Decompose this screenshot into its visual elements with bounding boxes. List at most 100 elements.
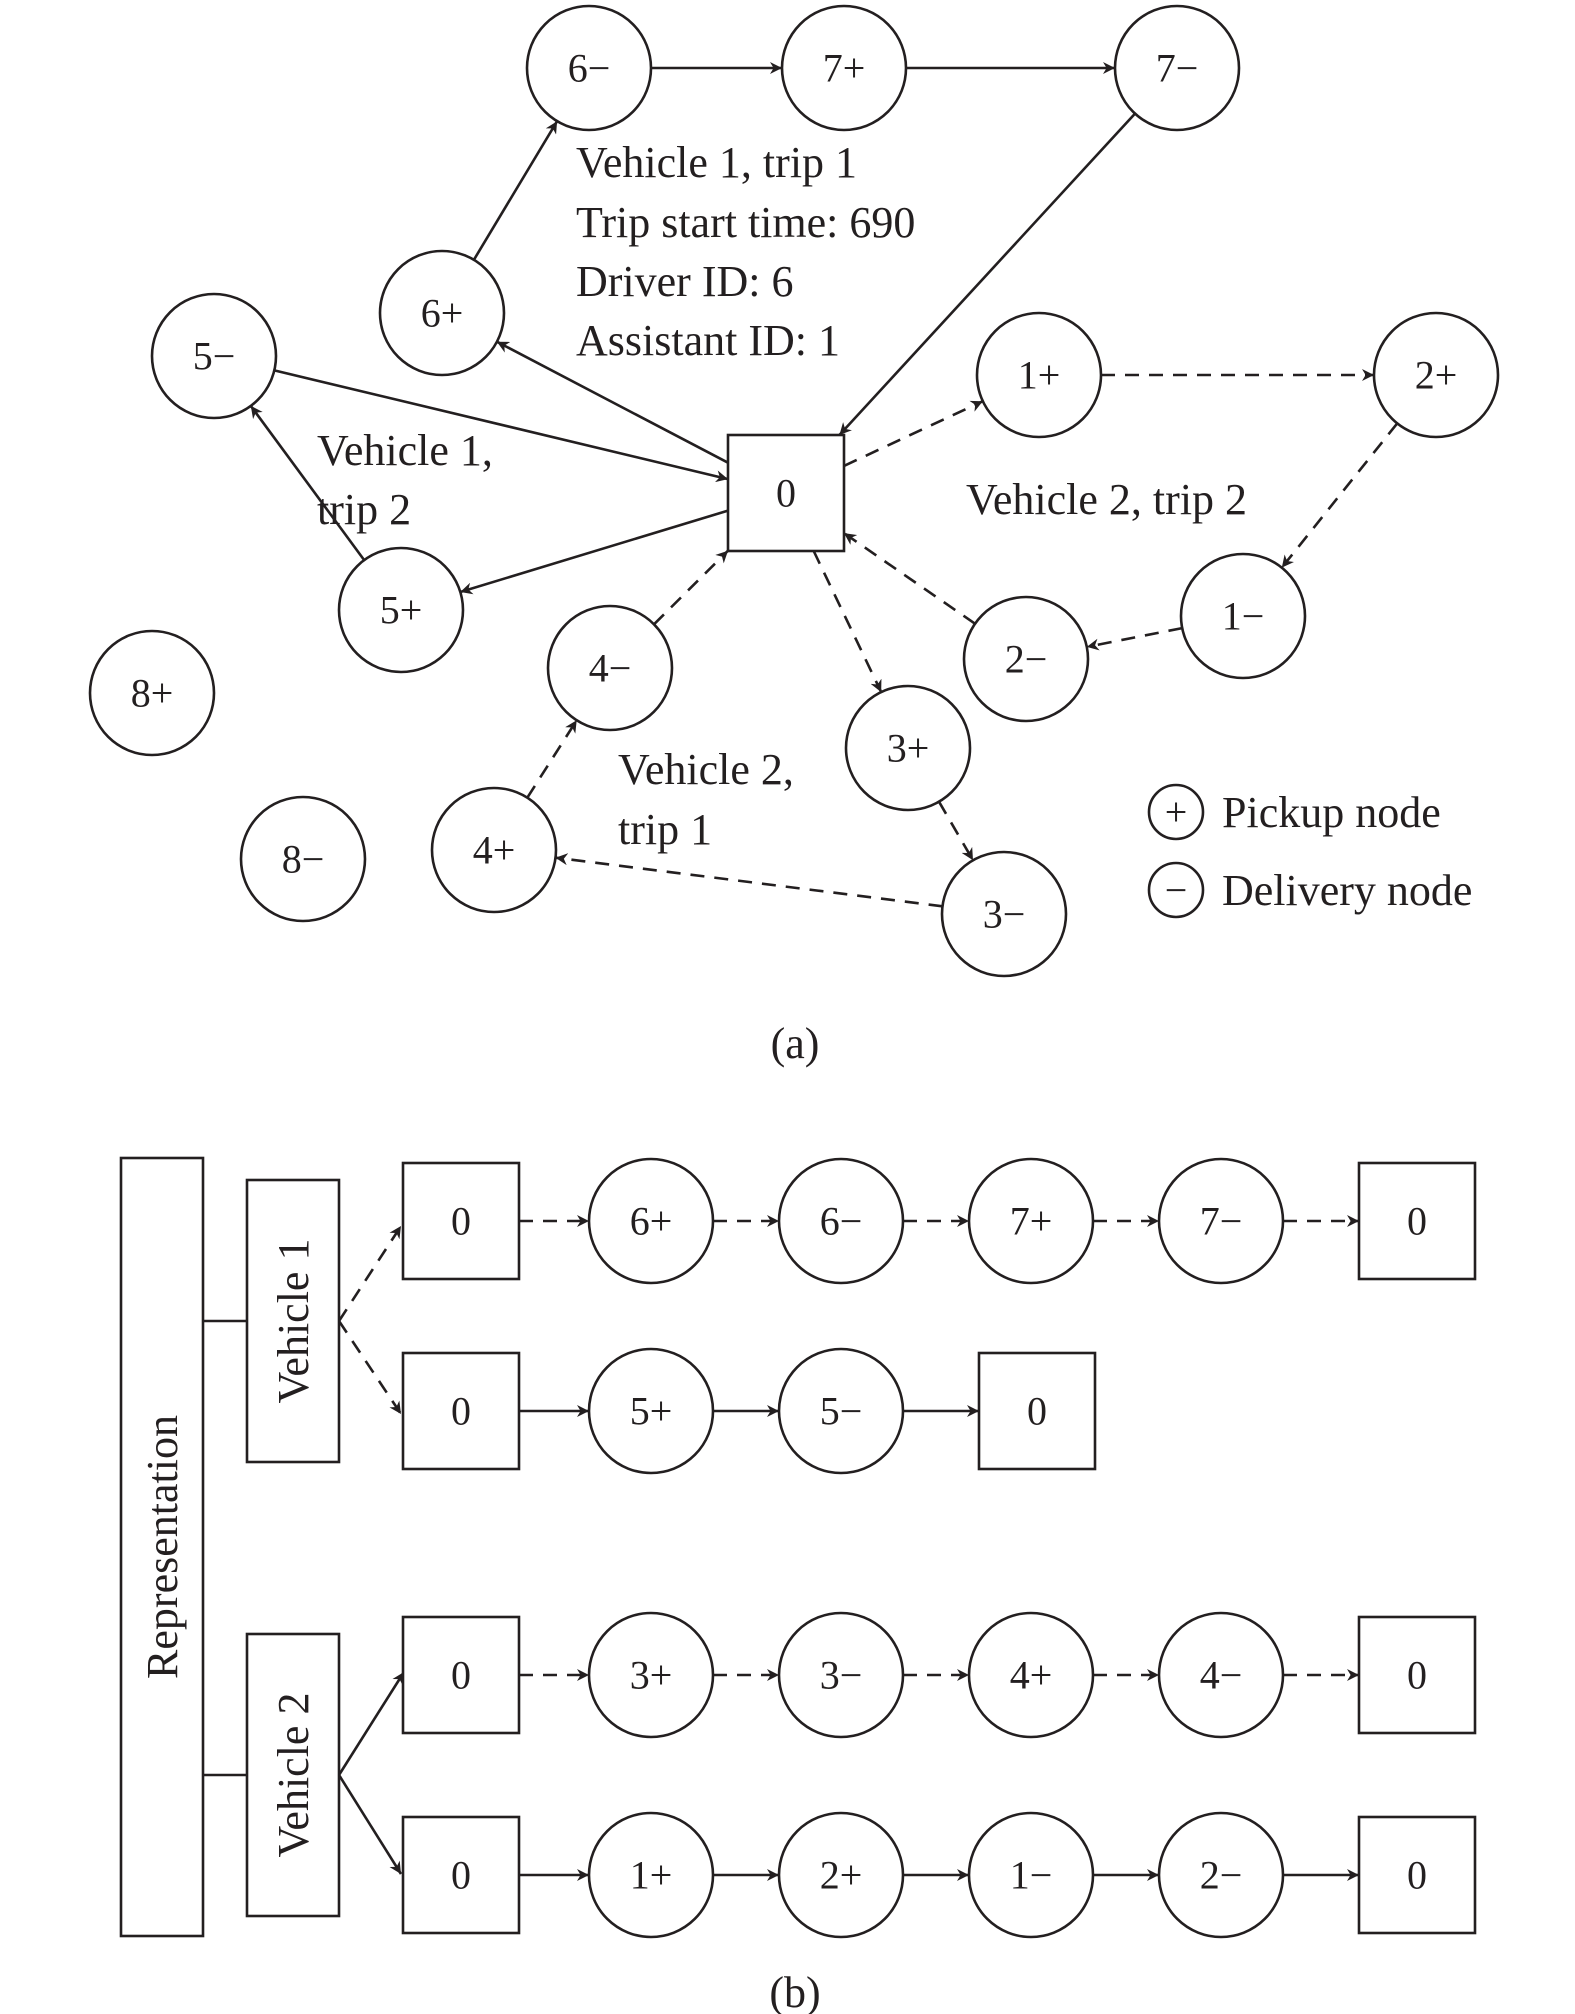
node-6plus: 6+ <box>378 249 506 377</box>
chain-node-1plus: 1+ <box>587 1811 715 1939</box>
node-1plus: 1+ <box>975 311 1103 439</box>
edge-5plus-to-5minus <box>249 405 366 561</box>
node-label: 6− <box>568 46 611 91</box>
chain-depot-node: 0 <box>401 1351 521 1471</box>
node-2minus: 2− <box>962 595 1090 723</box>
node-label: 2− <box>1005 637 1048 682</box>
chain-node-label: 0 <box>1407 1853 1427 1898</box>
chain-node-4plus: 4+ <box>967 1611 1095 1739</box>
vehicle-2-rect <box>245 1632 341 1918</box>
tree-connectors <box>203 1225 406 1875</box>
chain-node-circle <box>777 1811 905 1939</box>
chain-node-7minus: 7− <box>1157 1157 1285 1285</box>
node-8minus: 8− <box>239 795 367 923</box>
edge-2plus-to-1minus <box>1280 422 1399 569</box>
panel-a-nodes: 06−7+7−6+5−5+1+2+1−2−4−4+3+3−8+8− <box>88 4 1500 978</box>
branch-vehicle-1-trip-2 <box>337 1320 403 1415</box>
chain-node-label: 3+ <box>630 1653 673 1698</box>
annotation-vehicle-2-trip-1: Vehicle 2, trip 1 <box>618 745 794 854</box>
chain-depot-node: 0 <box>1357 1161 1477 1281</box>
chain-depot-node: 0 <box>401 1161 521 1281</box>
edge-0-to-5plus <box>459 509 729 595</box>
edge-6plus-to-6minus <box>472 120 559 261</box>
annotation-line: Vehicle 1, trip 1 <box>576 138 857 187</box>
edge-0-to-1plus <box>843 400 984 468</box>
node-2plus: 2+ <box>1372 311 1500 439</box>
node-label: 5+ <box>380 588 423 633</box>
annotation-line: Vehicle 2, trip 2 <box>966 475 1247 524</box>
chain-node-circle <box>777 1611 905 1739</box>
node-label: 7− <box>1156 46 1199 91</box>
chain-node-label: 2− <box>1200 1853 1243 1898</box>
node-6minus: 6− <box>525 4 653 132</box>
depot-node-0: 0 <box>726 433 846 553</box>
node-circle <box>1179 552 1307 680</box>
chain-node-2minus: 2− <box>1157 1811 1285 1939</box>
node-circle <box>546 604 674 732</box>
chain-node-label: 0 <box>451 1389 471 1434</box>
branch-vehicle-1-trip-1 <box>337 1225 403 1322</box>
chain-node-label: 1− <box>1010 1853 1053 1898</box>
depot-square <box>726 433 846 553</box>
chain-node-label: 7− <box>1200 1199 1243 1244</box>
annotation-line: Vehicle 1, <box>317 426 493 475</box>
chain-node-circle <box>1157 1157 1285 1285</box>
vehicle-2-trip-2-chain: 0 1+ 2+ 1− 2− 0 <box>401 1811 1477 1939</box>
node-circle <box>1372 311 1500 439</box>
node-label: 8− <box>282 837 325 882</box>
node-circle <box>962 595 1090 723</box>
legend-pickup-symbol: + <box>1165 790 1188 835</box>
node-circle <box>940 850 1068 978</box>
legend-delivery-symbol: − <box>1165 868 1188 913</box>
node-circle <box>430 786 558 914</box>
representation-label: Representation <box>138 1415 187 1679</box>
edge-2minus-to-0 <box>843 532 976 625</box>
chain-node-label: 0 <box>1407 1653 1427 1698</box>
chain-node-circle <box>777 1347 905 1475</box>
edge-4minus-to-0 <box>653 549 729 626</box>
chain-node-1minus: 1− <box>967 1811 1095 1939</box>
annotation-vehicle-1-trip-1: Vehicle 1, trip 1 Trip start time: 690 D… <box>576 138 915 365</box>
chain-node-label: 0 <box>451 1199 471 1244</box>
chain-node-label: 0 <box>1027 1389 1047 1434</box>
chain-node-4minus: 4− <box>1157 1611 1285 1739</box>
annotation-line: trip 2 <box>317 485 411 534</box>
chain-node-label: 0 <box>1407 1199 1427 1244</box>
node-7plus: 7+ <box>780 4 908 132</box>
chain-node-circle <box>587 1347 715 1475</box>
node-label: 3+ <box>887 726 930 771</box>
node-3minus: 3− <box>940 850 1068 978</box>
chain-node-3minus: 3− <box>777 1611 905 1739</box>
legend-pickup: + Pickup node <box>1147 783 1441 841</box>
vehicle-2-box: Vehicle 2 <box>245 1632 341 1918</box>
annotation-line: Vehicle 2, <box>618 745 794 794</box>
branch-vehicle-2-trip-2 <box>337 1774 403 1875</box>
chain-depot-square <box>401 1815 521 1935</box>
node-label: 3− <box>983 892 1026 937</box>
chain-node-label: 0 <box>451 1853 471 1898</box>
annotation-line: Assistant ID: 1 <box>576 316 840 365</box>
node-8plus: 8+ <box>88 629 216 757</box>
chain-depot-square <box>401 1161 521 1281</box>
edge-7minus-to-0 <box>838 112 1136 436</box>
chain-depot-node: 0 <box>977 1351 1097 1471</box>
annotation-vehicle-2-trip-2: Vehicle 2, trip 2 <box>966 475 1247 524</box>
legend-delivery-label: Delivery node <box>1222 866 1472 915</box>
chain-depot-node: 0 <box>401 1615 521 1735</box>
node-circle <box>150 292 278 420</box>
node-circle <box>337 546 465 674</box>
node-label: 4− <box>589 646 632 691</box>
caption-a: (a) <box>771 1019 820 1068</box>
chain-node-label: 6+ <box>630 1199 673 1244</box>
node-5plus: 5+ <box>337 546 465 674</box>
node-7minus: 7− <box>1113 4 1241 132</box>
chain-node-label: 0 <box>451 1653 471 1698</box>
chain-node-label: 2+ <box>820 1853 863 1898</box>
node-circle <box>844 684 972 812</box>
chain-node-circle <box>1157 1811 1285 1939</box>
chain-node-label: 5+ <box>630 1389 673 1434</box>
